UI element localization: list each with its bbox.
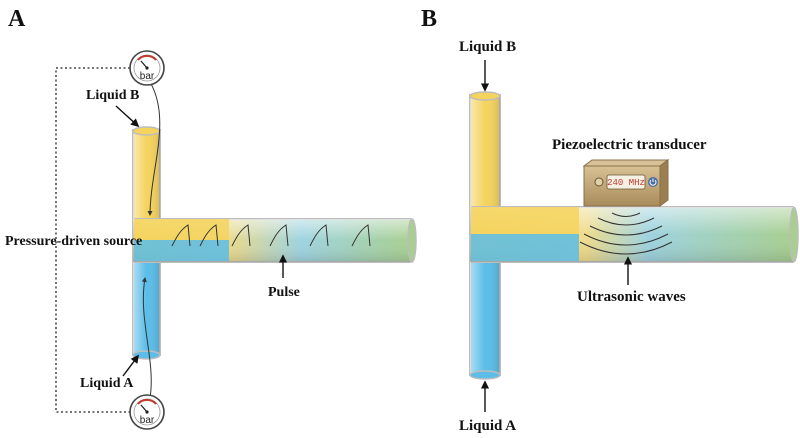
label-liquid-a-b: Liquid A bbox=[459, 418, 516, 434]
transducer-display: 240 MHz bbox=[607, 178, 645, 188]
pressure-line bbox=[55, 67, 130, 413]
label-ultrasonic-waves: Ultrasonic waves bbox=[577, 289, 686, 305]
label-source: Pressure-driven source bbox=[5, 234, 142, 249]
power-icon bbox=[648, 177, 658, 187]
flow-arrow-b bbox=[147, 81, 161, 216]
panel-b: B 240 MHz bbox=[421, 6, 799, 434]
panel-a: A bar bbox=[5, 6, 417, 430]
ultrasonic-waves bbox=[579, 212, 673, 255]
pressure-gauge-icon: bar bbox=[129, 50, 165, 86]
piezoelectric-transducer: 240 MHz bbox=[582, 159, 670, 207]
pressure-gauge-icon: bar bbox=[129, 394, 165, 430]
label-pulse: Pulse bbox=[268, 285, 300, 300]
pulse-waves bbox=[171, 224, 371, 247]
gauge-unit-top: bar bbox=[140, 71, 155, 82]
gauge-unit-bottom: bar bbox=[140, 415, 155, 426]
label-transducer: Piezoelectric transducer bbox=[552, 137, 707, 153]
panel-b-letter: B bbox=[421, 6, 437, 32]
panel-a-letter: A bbox=[8, 6, 26, 32]
label-liquid-a-a: Liquid A bbox=[80, 376, 134, 391]
label-liquid-b-b: Liquid B bbox=[459, 39, 516, 55]
flow-arrow-a bbox=[141, 277, 152, 399]
label-liquid-b-a: Liquid B bbox=[86, 88, 139, 103]
